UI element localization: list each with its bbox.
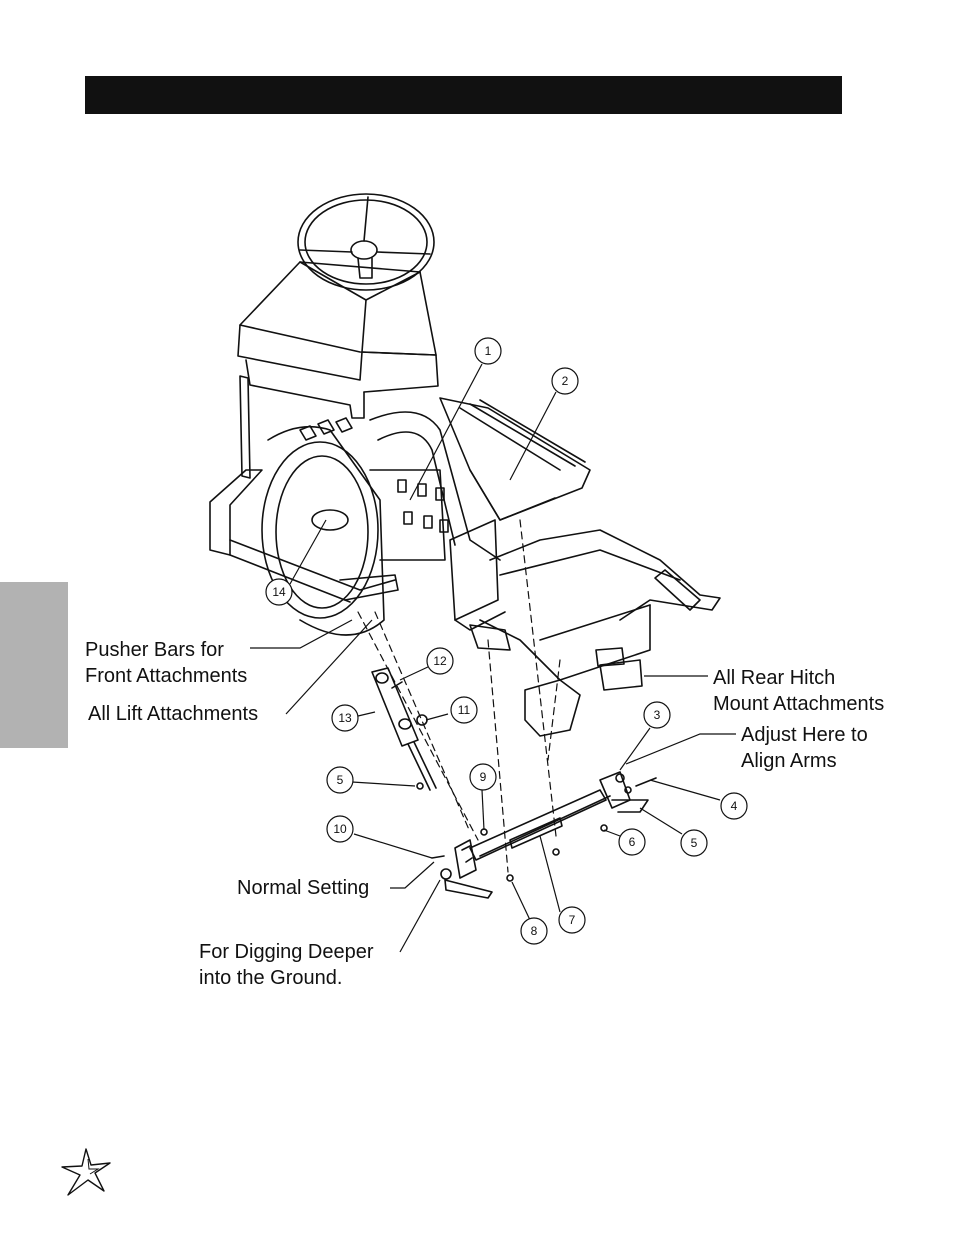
callout-14: 14	[265, 578, 293, 606]
svg-text:9: 9	[480, 770, 487, 784]
star-logo-icon	[61, 1148, 111, 1196]
callout-7: 7	[558, 906, 586, 934]
header-bar	[85, 76, 842, 114]
side-frame-arm	[369, 411, 501, 561]
callout-5-left: 5	[326, 766, 354, 794]
digging-shank	[416, 782, 560, 899]
lift-cylinder	[371, 667, 437, 791]
foot-platform	[439, 397, 591, 521]
svg-text:8: 8	[531, 924, 538, 938]
pusher-leader	[250, 619, 353, 649]
tine-assembly	[299, 417, 449, 561]
digging-deeper-label: For Digging Deeper into the Ground.	[199, 941, 374, 989]
svg-text:3: 3	[654, 708, 661, 722]
callout-5-right: 5	[680, 829, 708, 857]
svg-text:6: 6	[629, 835, 636, 849]
svg-text:1: 1	[485, 344, 492, 358]
section-side-tab	[0, 582, 68, 748]
svg-text:11: 11	[458, 703, 471, 717]
center-bracket	[449, 519, 506, 631]
normal-setting-label: Normal Setting	[237, 877, 370, 899]
callout-10: 10	[326, 815, 354, 843]
callout-9: 9	[469, 763, 497, 791]
lift-leader	[285, 619, 373, 715]
pusher-bars-label: Pusher Bars for Front Attachments	[85, 639, 248, 687]
rear-hitch-label: All Rear Hitch Mount Attachments	[713, 667, 885, 715]
adjust-leader	[625, 733, 736, 765]
svg-text:12: 12	[433, 654, 447, 668]
svg-text:5: 5	[337, 773, 344, 787]
svg-text:4: 4	[731, 799, 738, 813]
svg-text:14: 14	[272, 585, 286, 599]
callout-8: 8	[520, 917, 548, 945]
callout-6: 6	[618, 828, 646, 856]
adjust-arms-label: Adjust Here to Align Arms	[741, 724, 868, 772]
callout-2: 2	[551, 367, 579, 395]
callout-3: 3	[643, 701, 671, 729]
console-body	[237, 261, 439, 419]
lift-attachments-label: All Lift Attachments	[88, 703, 259, 725]
digging-deeper-leader	[399, 879, 441, 953]
rear-frame	[469, 529, 721, 737]
svg-text:2: 2	[562, 374, 569, 388]
svg-text:5: 5	[691, 836, 698, 850]
callout-11: 11	[450, 696, 478, 724]
callout-1: 1	[474, 337, 502, 365]
svg-text:10: 10	[333, 822, 347, 836]
svg-text:7: 7	[569, 913, 576, 927]
callout-12: 12	[426, 647, 454, 675]
callout-13: 13	[331, 704, 359, 732]
left-side-panel	[239, 375, 251, 479]
front-frame	[209, 469, 399, 603]
callout-4: 4	[720, 792, 748, 820]
svg-text:13: 13	[338, 711, 352, 725]
normal-setting-leader	[390, 861, 435, 889]
alignment-lines	[357, 519, 561, 873]
